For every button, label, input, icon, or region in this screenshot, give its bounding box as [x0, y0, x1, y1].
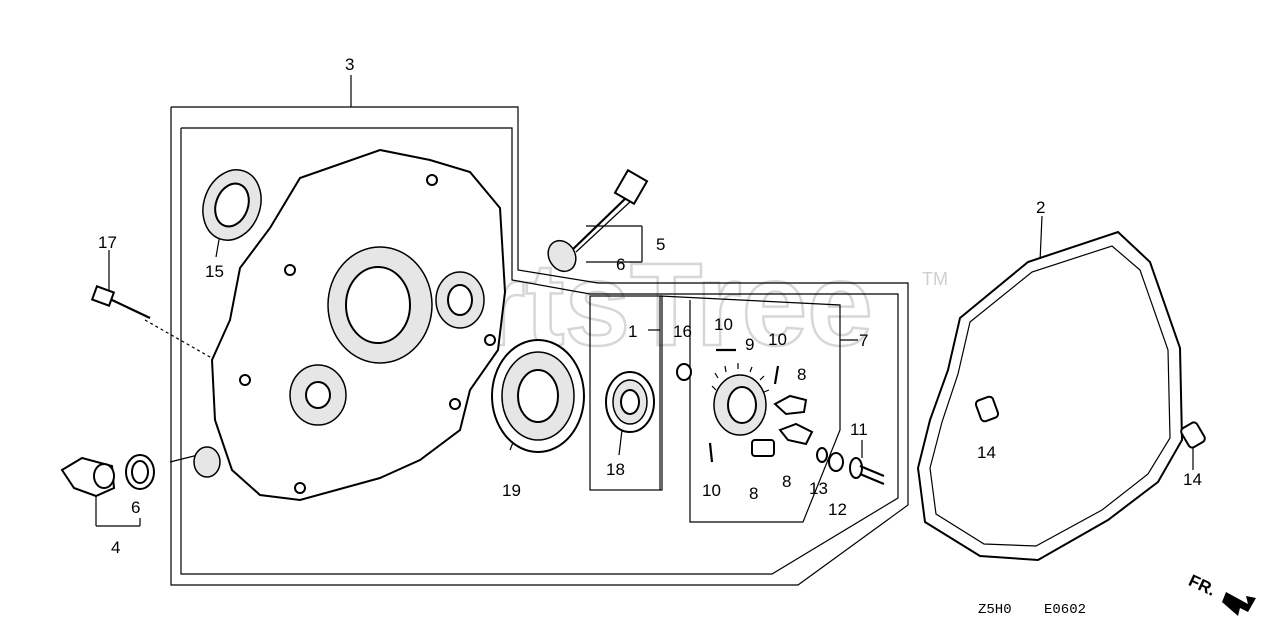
pins-10 — [708, 348, 780, 463]
o-ring-6-right — [547, 239, 577, 273]
callout-5: 5 — [656, 235, 665, 254]
bearing-18 — [605, 371, 655, 433]
callout-10-top: 10 — [714, 315, 733, 334]
washer-16 — [676, 363, 692, 381]
oil-level-gauge-5 — [569, 168, 649, 253]
diagram-codes: Z5H0 E0602 — [978, 602, 1086, 618]
callout-19: 19 — [502, 481, 521, 500]
callout-2: 2 — [1036, 198, 1045, 217]
oil-filler-cap-4 — [60, 456, 116, 498]
drain-plug-socket — [193, 446, 221, 478]
assembly-1-box — [589, 295, 663, 491]
callout-13: 13 — [809, 479, 828, 498]
callout-8-bottom: 8 — [749, 484, 758, 503]
gasket-2 — [916, 230, 1184, 562]
trademark-mark: TM — [922, 269, 948, 289]
governor-gear-9 — [711, 363, 770, 436]
washer-13 — [816, 447, 828, 463]
assembly-3-outline — [170, 106, 909, 586]
callout-6-right: 6 — [616, 255, 625, 274]
callout-10-mid: 10 — [768, 330, 787, 349]
callout-8-top: 8 — [797, 365, 806, 384]
callout-8-right: 8 — [782, 472, 791, 491]
front-direction-arrow: FR. — [1186, 571, 1256, 616]
governor-parts-8 — [751, 394, 814, 457]
callout-17: 17 — [98, 233, 117, 252]
callout-11: 11 — [850, 420, 868, 439]
crankcase-cover — [210, 148, 507, 502]
callout-10-bottom: 10 — [702, 481, 721, 500]
callout-1: 1 — [628, 322, 637, 341]
governor-shaft-11 — [849, 457, 885, 486]
callout-3: 3 — [345, 55, 354, 74]
o-ring-6-left — [125, 454, 155, 490]
dowel-pin-14-left — [974, 395, 1000, 423]
oil-seal-15 — [202, 169, 262, 241]
callout-16: 16 — [673, 322, 692, 341]
assembly-7-box — [659, 295, 841, 523]
callout-15: 15 — [205, 262, 224, 281]
callout-14-left: 14 — [977, 443, 996, 462]
bolt-17 — [90, 285, 151, 319]
washer-12 — [828, 452, 844, 472]
callout-7: 7 — [859, 331, 868, 350]
front-marker-label: FR. — [1186, 571, 1219, 600]
callout-14-right: 14 — [1183, 470, 1202, 489]
callout-labels: 3 2 17 15 5 6 1 16 10 9 10 7 8 11 6 4 18… — [98, 55, 1202, 557]
callout-18: 18 — [606, 460, 625, 479]
assembly-inner-outline — [180, 127, 899, 575]
assembly-outlines — [170, 106, 909, 586]
bearing-19 — [491, 339, 585, 453]
callout-9: 9 — [745, 335, 754, 354]
diagram-code-right: E0602 — [1044, 602, 1086, 618]
callout-4: 4 — [111, 538, 120, 557]
callout-6-left: 6 — [131, 498, 140, 517]
callout-12: 12 — [828, 500, 847, 519]
diagram-code-left: Z5H0 — [978, 602, 1012, 618]
dowel-pin-14-right — [1180, 421, 1206, 449]
